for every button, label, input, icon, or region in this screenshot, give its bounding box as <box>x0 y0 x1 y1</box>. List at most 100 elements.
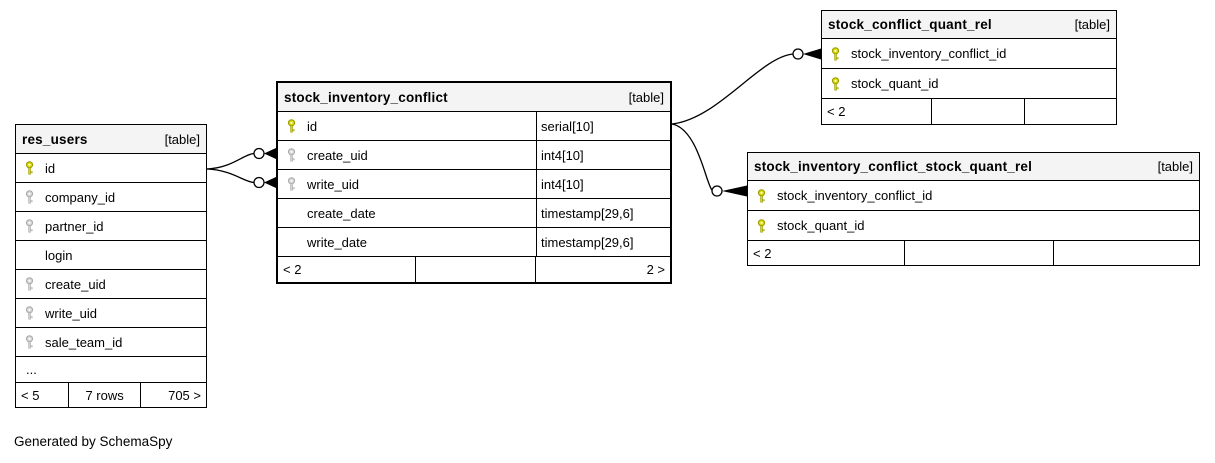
column-row-id[interactable]: id serial[10] <box>278 112 670 141</box>
column-name: stock_quant_id <box>851 76 939 91</box>
column-name: write_date <box>307 234 367 250</box>
footer-cell-0: < 5 <box>21 387 40 403</box>
relationship-edge-stock_inventory_conflict.id-to-stock_inventory_conflict_stock_quant_rel.stock_inventory_conflict_id <box>671 123 747 197</box>
column-row-create_uid[interactable]: create_uid <box>16 270 206 299</box>
column-name-cell: id <box>278 112 536 140</box>
column-row-stock_quant_id[interactable]: stock_quant_id <box>748 211 1199 241</box>
foreign-key-icon <box>25 190 34 204</box>
table-header: res_users [table] <box>16 125 206 154</box>
column-name: stock_inventory_conflict_id <box>851 46 1007 61</box>
zero-or-one-circle-marker <box>253 176 265 189</box>
relationship-edge-stock_inventory_conflict.id-to-stock_conflict_quant_rel.stock_inventory_conflict_id <box>671 48 821 125</box>
column-type: timestamp[29,6] <box>536 199 670 227</box>
column-name-cell: write_uid <box>16 299 206 327</box>
column-name-cell: write_date <box>278 228 536 256</box>
column-name: login <box>45 247 73 263</box>
column-row-create_uid[interactable]: create_uid int4[10] <box>278 141 670 170</box>
column-name: id <box>307 118 318 134</box>
footer-cell-2 <box>1053 241 1199 265</box>
column-row-write_uid[interactable]: write_uid <box>16 299 206 328</box>
column-name-cell: id <box>16 154 206 182</box>
table-stock_inventory_conflict_stock_quant_rel: stock_inventory_conflict_stock_quant_rel… <box>747 152 1200 266</box>
column-name: sale_team_id <box>45 334 123 350</box>
column-type: int4[10] <box>536 141 670 169</box>
column-name: partner_id <box>45 218 104 234</box>
column-row-partner_id[interactable]: partner_id <box>16 212 206 241</box>
table-header: stock_inventory_conflict[table] <box>278 83 670 112</box>
column-type: serial[10] <box>536 112 670 140</box>
footer-cell-1: 7 rows <box>68 383 139 407</box>
column-row-create_date[interactable]: create_date timestamp[29,6] <box>278 199 670 228</box>
table-name[interactable]: stock_inventory_conflict_stock_quant_rel <box>754 159 1033 174</box>
footer-cell-0: < 2 <box>827 104 846 119</box>
column-name: create_uid <box>45 276 106 292</box>
table-tag: [table] <box>1157 159 1193 174</box>
foreign-key-icon <box>25 277 34 291</box>
column-name-cell: create_uid <box>16 270 206 298</box>
column-name: stock_quant_id <box>777 218 865 233</box>
table-name[interactable]: res_users <box>22 131 88 147</box>
column-name-cell: partner_id <box>16 212 206 240</box>
table-header: stock_inventory_conflict_stock_quant_rel… <box>748 153 1199 181</box>
column-row-id[interactable]: id <box>16 154 206 183</box>
table-name[interactable]: stock_conflict_quant_rel <box>828 17 992 32</box>
footer-cell-1 <box>931 99 1024 124</box>
primary-key-icon <box>287 119 296 133</box>
table-name[interactable]: stock_inventory_conflict <box>284 89 448 105</box>
table-stock_conflict_quant_rel: stock_conflict_quant_rel [table] stock_inv… <box>821 10 1117 125</box>
key-icon-placeholder <box>286 206 297 220</box>
column-row-stock_inventory_conflict_id[interactable]: stock_inventory_conflict_id <box>822 39 1116 69</box>
footer-cell-2: 705 > <box>139 383 206 407</box>
key-icon-placeholder <box>24 248 35 262</box>
foreign-key-icon <box>25 335 34 349</box>
foreign-key-icon <box>287 148 296 162</box>
column-name-cell: ... <box>16 357 206 382</box>
column-name-cell: stock_inventory_conflict_id <box>822 39 1116 68</box>
foreign-key-icon <box>25 219 34 233</box>
column-name: write_uid <box>307 176 360 192</box>
column-name: ... <box>26 362 37 377</box>
column-row-sale_team_id[interactable]: sale_team_id <box>16 328 206 357</box>
column-row-company_id[interactable]: company_id <box>16 183 206 212</box>
column-name-cell: write_uid <box>278 170 536 198</box>
column-name-cell: company_id <box>16 183 206 211</box>
relationship-edge-res_users.id-to-stock_inventory_conflict.write_uid <box>206 168 276 189</box>
crow-foot-arrow-marker <box>264 177 276 188</box>
table-tag: [table] <box>1074 17 1110 32</box>
zero-or-one-circle-marker <box>792 48 804 60</box>
column-row-ellipsis[interactable]: ... <box>16 357 206 383</box>
column-name-cell: login <box>16 241 206 269</box>
footer-cell-2 <box>1024 99 1116 124</box>
generated-by-label[interactable]: Generated by SchemaSpy <box>14 434 173 449</box>
table-stock_inventory_conflict: stock_inventory_conflict[table]id serial[… <box>276 81 672 284</box>
key-icon-placeholder <box>286 235 297 249</box>
crow-foot-arrow-marker <box>264 148 276 159</box>
primary-key-icon <box>831 46 840 61</box>
column-row-login[interactable]: login <box>16 241 206 270</box>
column-name: create_date <box>307 205 376 221</box>
foreign-key-icon <box>25 306 34 320</box>
footer-cell-1 <box>415 257 535 282</box>
column-name-cell: create_date <box>278 199 536 227</box>
column-name: write_uid <box>45 305 98 321</box>
column-name-cell: stock_quant_id <box>822 69 1116 98</box>
column-row-stock_quant_id[interactable]: stock_quant_id <box>822 69 1116 99</box>
footer-cell-1 <box>904 241 1053 265</box>
table-footer: < 2 <box>748 241 1199 265</box>
column-name: id <box>45 160 56 176</box>
primary-key-icon <box>757 188 766 203</box>
table-tag: [table] <box>164 131 200 147</box>
column-name: create_uid <box>307 147 368 163</box>
column-row-stock_inventory_conflict_id[interactable]: stock_inventory_conflict_id <box>748 181 1199 211</box>
footer-cell-2: 2 > <box>535 257 670 282</box>
crow-foot-arrow-marker <box>803 48 821 60</box>
relationship-edge-res_users.id-to-stock_inventory_conflict.create_uid <box>206 147 276 170</box>
footer-cell-0: < 2 <box>283 262 302 277</box>
primary-key-icon <box>757 218 766 233</box>
table-footer: < 2 2 > <box>278 257 670 282</box>
